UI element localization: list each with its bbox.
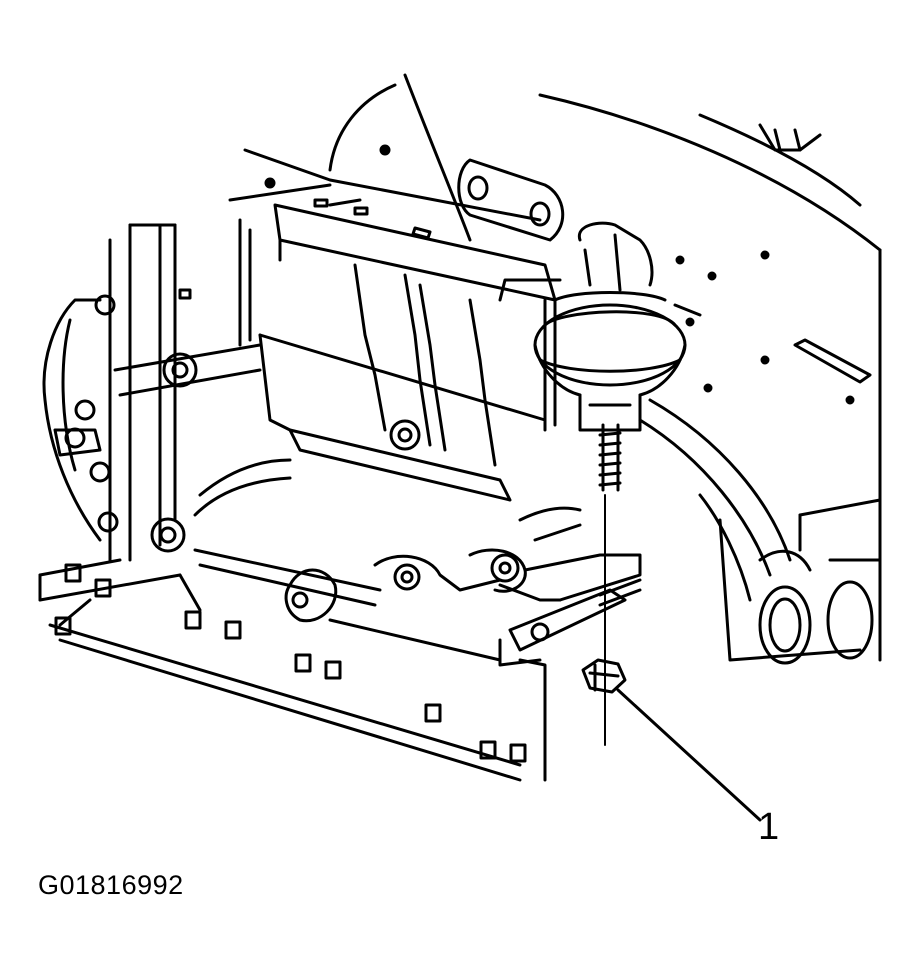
nut-icon: [581, 658, 627, 694]
figure-code: G01816992: [38, 870, 184, 900]
crossmember: [238, 198, 557, 347]
mount-stud: [598, 423, 622, 746]
oval-bracket: [457, 158, 565, 242]
engine-mount: [498, 221, 702, 432]
callout-label-1: 1: [758, 806, 780, 848]
callout-leader-line: [616, 688, 762, 822]
mount-bushing: [150, 352, 421, 553]
frame-rail: [638, 398, 882, 665]
oil-pan-flange: [38, 558, 547, 782]
engine-block: [42, 223, 557, 562]
engine-cradle: [193, 428, 642, 667]
fender-panel: [228, 73, 882, 662]
